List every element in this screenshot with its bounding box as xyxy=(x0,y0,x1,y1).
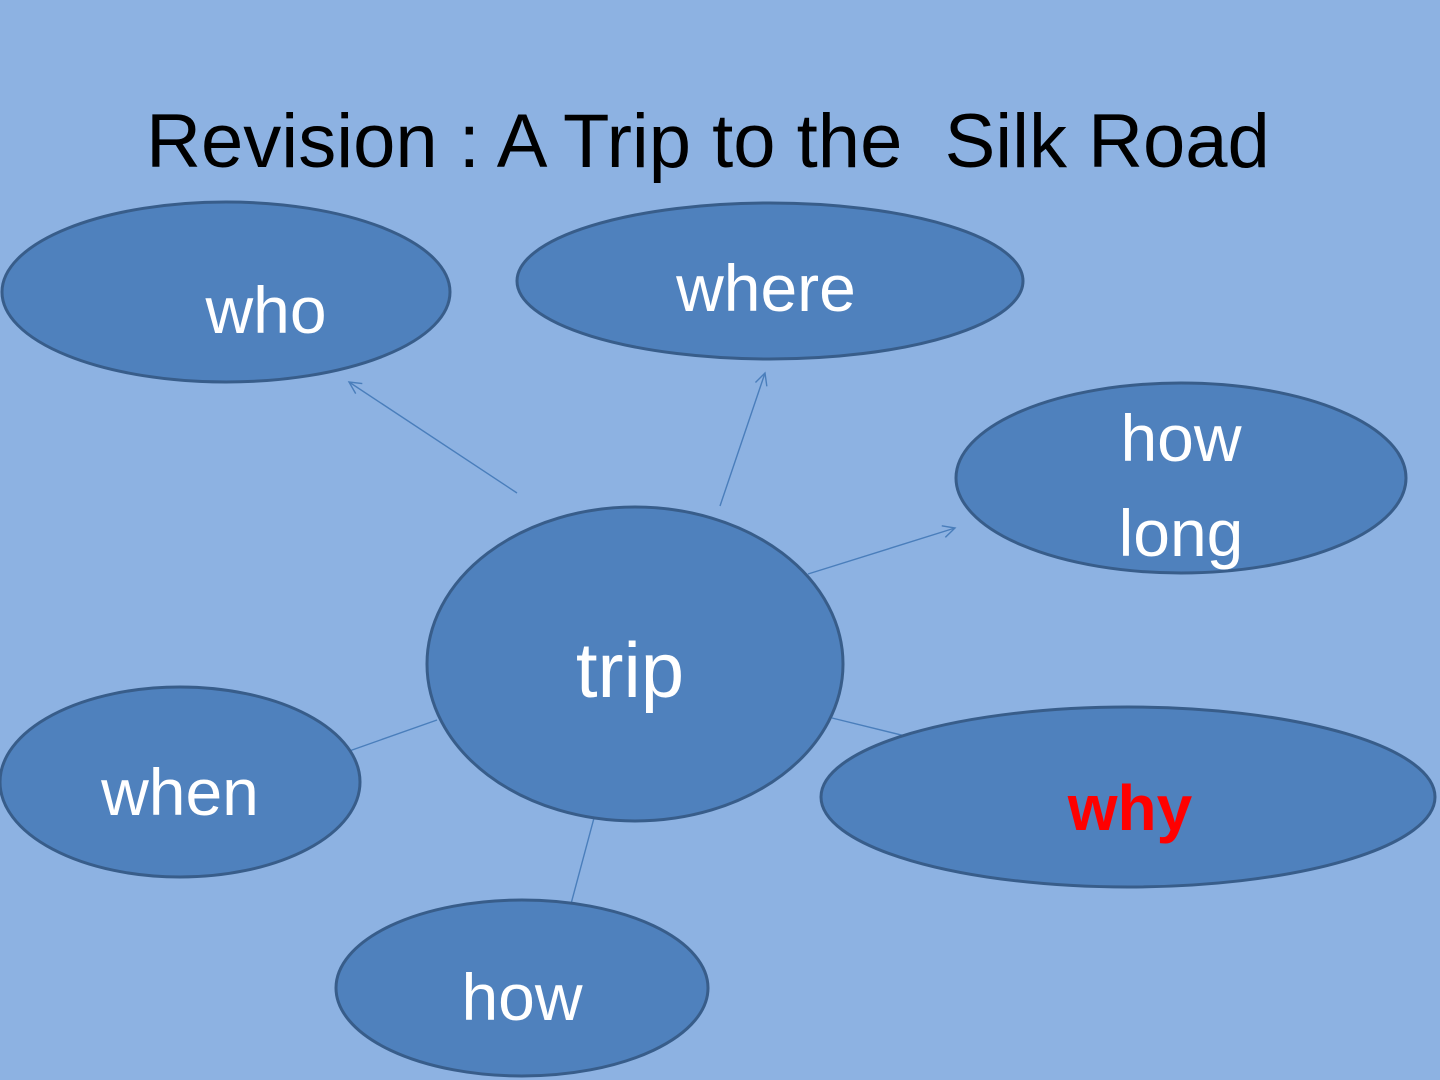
node-why-label: why xyxy=(1067,772,1193,844)
node-how: how xyxy=(334,898,710,1078)
node-why: why xyxy=(819,705,1437,889)
node-how-long-label-line1: how xyxy=(1120,401,1241,475)
node-trip-label: trip xyxy=(576,626,684,714)
node-trip: trip xyxy=(425,505,845,823)
node-where-label: where xyxy=(675,251,856,325)
connector-trip-where xyxy=(719,371,768,507)
node-who: who xyxy=(0,200,452,384)
node-who-label: who xyxy=(204,273,326,347)
node-how-long-label-line2: long xyxy=(1119,496,1244,570)
node-how-long-shape xyxy=(954,381,1408,575)
slide-title: Revision : A Trip to the Silk Road xyxy=(146,99,1270,184)
node-when: when xyxy=(0,685,362,879)
node-where: where xyxy=(515,201,1025,361)
node-trip-shape xyxy=(425,505,845,823)
node-who-shape xyxy=(0,200,452,384)
node-how-label: how xyxy=(461,960,582,1034)
node-how-shape xyxy=(334,898,710,1078)
connector-trip-who xyxy=(347,381,518,494)
node-where-shape xyxy=(515,201,1025,361)
node-why-shape xyxy=(819,705,1437,889)
connector-trip-how-long xyxy=(807,525,957,575)
node-how-long: how long xyxy=(954,381,1408,575)
node-when-label: when xyxy=(100,755,259,829)
node-when-shape xyxy=(0,685,362,879)
